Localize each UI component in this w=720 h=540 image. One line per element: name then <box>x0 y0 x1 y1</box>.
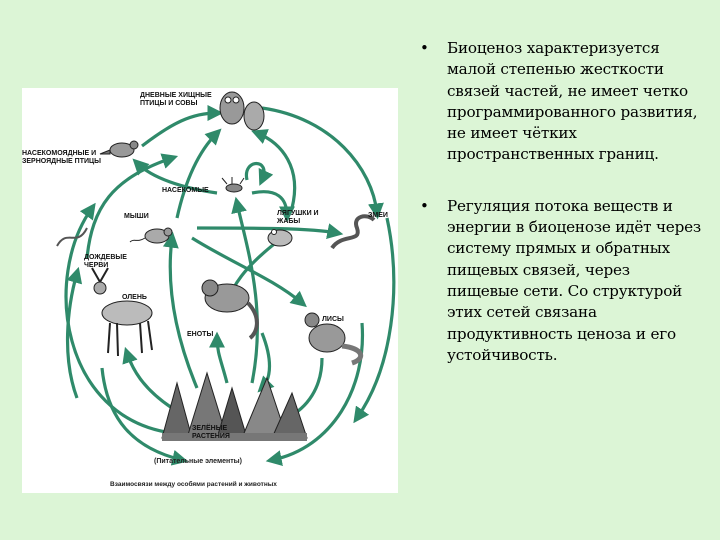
snake-drawing <box>330 214 376 250</box>
arrow-plants-birds <box>64 202 173 435</box>
bullet-dot-icon: • <box>420 39 429 57</box>
plants-drawing <box>161 371 308 441</box>
nutrients-label: (Питательные элементы) <box>154 458 242 465</box>
frog-drawing <box>267 229 293 247</box>
deer-drawing <box>91 267 153 357</box>
fox-drawing <box>304 312 364 366</box>
arrow-plants-deer <box>122 346 173 410</box>
bullet-item: • Биоценоз характеризуется малой степень… <box>412 38 702 166</box>
bullet-text: Регуляция потока веществ и энергии в био… <box>447 196 701 364</box>
label-frogs: Лягушки и жабы <box>277 210 319 225</box>
arrow-mice-raptors <box>175 128 222 219</box>
insect-drawing <box>221 177 245 193</box>
raccoon-drawing <box>201 279 259 340</box>
label-snakes: Змеи <box>368 212 388 219</box>
label-birds: Насекомоядные и зерноядные птицы <box>22 150 101 165</box>
label-worms: Дождевые черви <box>84 254 127 269</box>
arrow-foxes-plants <box>265 322 365 466</box>
worm-drawing <box>56 227 88 247</box>
figure-caption: Взаимосвязи между особями растений и жив… <box>110 481 277 488</box>
arrow-birds-raptors <box>141 105 224 148</box>
bullet-text: Биоценоз характеризуется малой степенью … <box>447 39 698 164</box>
bullet-item: • Регуляция потока веществ и энергии в б… <box>412 196 702 366</box>
label-insects: Насекомые <box>162 187 209 194</box>
food-web-arrows <box>56 91 396 466</box>
label-deer: Олень <box>122 294 147 301</box>
food-web-figure: Дневные хищные птицы и совы Насекомоядны… <box>22 88 398 493</box>
arrow-plants-mice <box>162 231 199 389</box>
arrow-plants-worms <box>65 266 83 399</box>
arrow-insects-frogs <box>251 190 295 223</box>
label-mice: Мыши <box>124 213 149 220</box>
text-panel: • Биоценоз характеризуется малой степень… <box>412 38 702 366</box>
arrow-worms-raptors <box>85 153 179 259</box>
label-plants: Зелёные растения <box>192 425 230 440</box>
arrow-insects-birds <box>132 158 218 195</box>
arrow-insects-loop <box>244 162 274 186</box>
arrow-frogs-raptors <box>251 129 297 209</box>
label-raptors: Дневные хищные птицы и совы <box>140 92 212 107</box>
arrow-snakes-down <box>353 217 396 424</box>
arrow-plants-insects <box>231 196 259 384</box>
bird-drawing <box>99 140 139 158</box>
owl-drawing <box>219 91 265 131</box>
arrow-snakes-raptors <box>261 106 384 220</box>
bullet-dot-icon: • <box>420 196 429 215</box>
label-foxes: Лисы <box>322 316 344 323</box>
arrow-mice-snakes <box>196 223 344 239</box>
mouse-drawing <box>129 227 173 244</box>
arrow-plants-raccoons <box>209 331 229 384</box>
arrow-deer-plants <box>100 367 189 466</box>
label-raccoons: Еноты <box>187 331 214 338</box>
